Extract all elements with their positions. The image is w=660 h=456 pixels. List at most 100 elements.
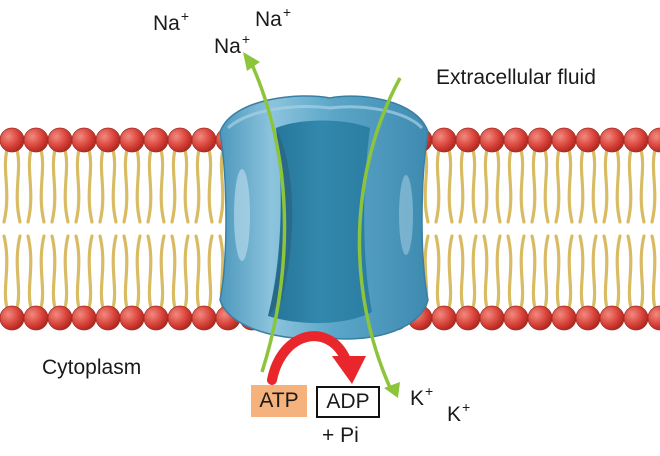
phosphate-head: [551, 127, 577, 153]
lipid-tail: [183, 148, 190, 224]
lipid-tail: [50, 148, 57, 224]
lipid-tail: [218, 148, 225, 224]
phosphate-head: [431, 305, 457, 331]
lipid-tail: [50, 234, 57, 310]
lipid-tail: [159, 234, 166, 310]
k-influx-arrow: [357, 77, 402, 398]
phosphate-head: [479, 305, 505, 331]
lipid-tail: [615, 234, 622, 310]
lipid-tail: [471, 234, 478, 310]
lipid-tail: [615, 148, 622, 224]
lipid-tail: [63, 148, 70, 224]
phosphate-head: [71, 127, 97, 153]
phosphate-head: [503, 127, 529, 153]
na-ion-label-1: Na+: [153, 8, 190, 35]
lipid-tail: [207, 148, 214, 224]
lipid-tail: [15, 148, 22, 224]
lipid-tail: [2, 148, 9, 224]
phosphate-head: [47, 127, 73, 153]
phosphate-head: [503, 305, 529, 331]
extracellular-fluid-label: Extracellular fluid: [436, 66, 596, 89]
lipid-tail: [87, 234, 94, 310]
phosphate-head: [23, 127, 49, 153]
lipid-tail: [39, 148, 46, 224]
lipid-tail: [434, 234, 441, 310]
lipid-tail: [98, 148, 105, 224]
lipid-tail: [578, 148, 585, 224]
phosphate-head: [47, 305, 73, 331]
lipid-tail: [543, 234, 550, 310]
lipid-tail: [135, 148, 142, 224]
phosphate-head: [167, 127, 193, 153]
phosphate-head: [647, 305, 660, 331]
lipid-tail: [159, 148, 166, 224]
phosphate-head: [95, 305, 121, 331]
lipid-tail: [207, 234, 214, 310]
lipid-tail: [458, 234, 465, 310]
lipid-tail: [447, 148, 454, 224]
atp-hydrolysis-arrow: [267, 331, 366, 385]
phosphate-head: [71, 305, 97, 331]
lipid-tail: [506, 234, 513, 310]
k-ion-label-2: K+: [447, 399, 471, 426]
lipid-tail: [15, 234, 22, 310]
lipid-tail: [170, 148, 177, 224]
lipid-tail: [111, 234, 118, 310]
lipid-tail: [602, 234, 609, 310]
lipid-tail: [2, 234, 9, 310]
phosphate-head: [191, 127, 217, 153]
lipid-tail: [135, 234, 142, 310]
lipid-tail: [495, 148, 502, 224]
lipid-tail: [183, 234, 190, 310]
lipid-tail: [194, 148, 201, 224]
lipid-tail: [495, 234, 502, 310]
phosphate-head: [647, 127, 660, 153]
lipid-tail: [626, 234, 633, 310]
na-ion-label-2: Na+: [214, 31, 251, 58]
lipid-tail: [567, 148, 574, 224]
lipid-tail: [578, 234, 585, 310]
lipid-tail: [146, 148, 153, 224]
lipid-tail: [170, 234, 177, 310]
phosphate-head: [191, 305, 217, 331]
phosphate-head: [119, 127, 145, 153]
lipid-tail: [650, 148, 657, 224]
lipid-tail: [458, 148, 465, 224]
lipid-tail: [423, 148, 430, 224]
cytoplasm-label: Cytoplasm: [42, 356, 142, 379]
phosphate-head: [455, 305, 481, 331]
adp-box: ADP: [316, 386, 380, 418]
phosphate-head: [551, 305, 577, 331]
phosphate-head: [623, 127, 649, 153]
phosphate-head: [0, 305, 25, 331]
pump-protein: [219, 95, 429, 340]
lipid-tail: [591, 234, 598, 310]
phosphate-head: [431, 127, 457, 153]
lipid-tail: [519, 234, 526, 310]
lipid-tail: [554, 234, 561, 310]
lipid-tail: [39, 234, 46, 310]
lipid-tail: [626, 148, 633, 224]
lipid-tail: [530, 148, 537, 224]
lipid-tail: [26, 234, 33, 310]
lipid-tail: [471, 148, 478, 224]
phosphate-head: [527, 305, 553, 331]
lipid-tail: [519, 148, 526, 224]
lipid-tail: [146, 234, 153, 310]
lipid-tail: [74, 234, 81, 310]
phosphate-head: [575, 127, 601, 153]
lipid-tail: [506, 148, 513, 224]
phosphate-head: [527, 127, 553, 153]
phosphate-head: [119, 305, 145, 331]
lipid-tail: [74, 148, 81, 224]
phosphate-head: [143, 127, 169, 153]
phosphate-head: [23, 305, 49, 331]
lipid-tail: [554, 148, 561, 224]
na-ion-label-3: Na+: [255, 4, 292, 31]
lipid-tail: [591, 148, 598, 224]
lipid-tail: [122, 234, 129, 310]
lipid-tail: [194, 234, 201, 310]
phosphate-head: [0, 127, 25, 153]
